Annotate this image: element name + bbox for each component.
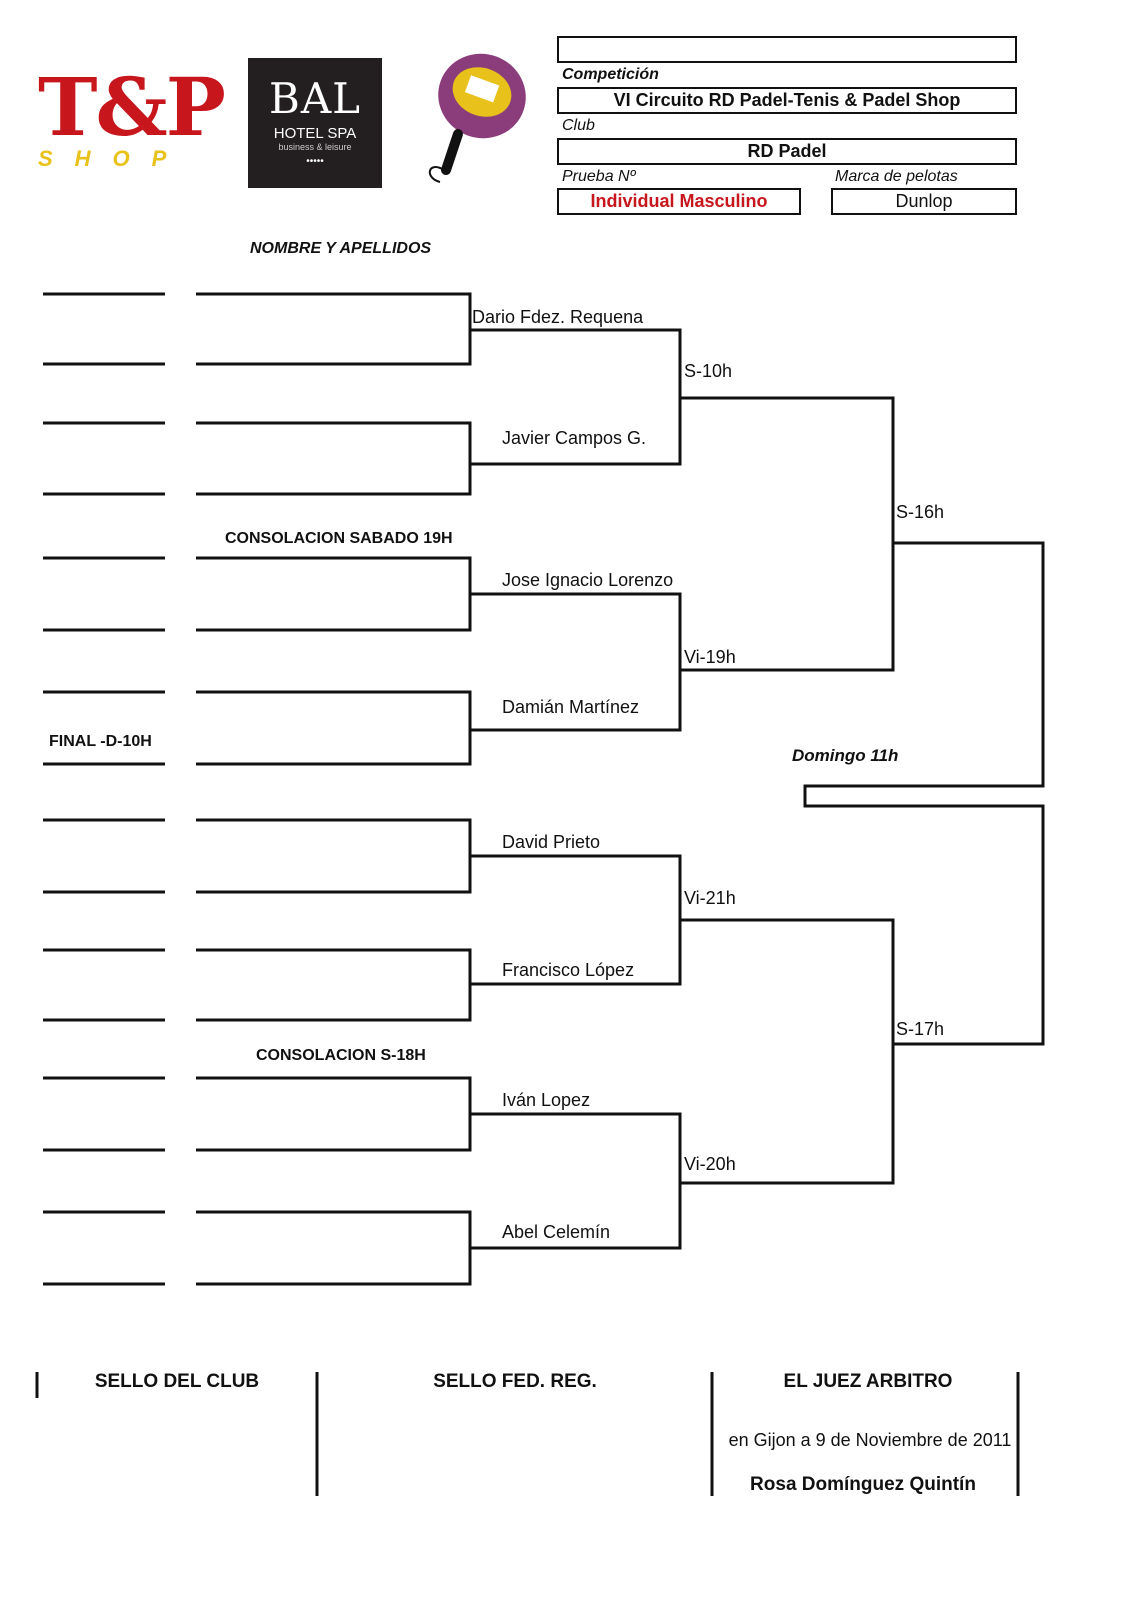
marca-field: Dunlop: [831, 188, 1017, 215]
club-seal-label: SELLO DEL CLUB: [94, 1371, 260, 1392]
prueba-label: Prueba Nº: [562, 168, 636, 185]
first-round-bracket: [196, 948, 472, 1022]
referee-label: EL JUEZ ARBITRO: [783, 1371, 953, 1392]
player-name: Iván Lopez: [502, 1090, 591, 1110]
player-name: David Prieto: [502, 832, 601, 852]
semi-bracket: [680, 396, 895, 672]
player-name: Javier Campos G.: [502, 428, 647, 448]
bal-title: BAL: [268, 74, 362, 123]
top-empty-box: [557, 36, 1017, 63]
bal-dots: •••••: [306, 156, 324, 167]
second-round-bracket: [470, 592, 682, 732]
second-round-bracket: [470, 1112, 682, 1250]
player-name: Dario Fdez. Requena: [472, 307, 644, 327]
racket-icon: [429, 53, 526, 183]
semi-bracket: [680, 918, 895, 1185]
club-label: Club: [562, 117, 595, 134]
player-name: Abel Celemín: [502, 1222, 611, 1242]
match-time: Vi-21h: [684, 888, 736, 908]
place-date: en Gijon a 9 de Noviembre de 2011: [728, 1430, 1012, 1450]
prueba-field: Individual Masculino: [557, 188, 801, 215]
padel-racket-logo: [418, 52, 538, 188]
match-time: Vi-20h: [684, 1154, 736, 1174]
first-round-bracket: [196, 690, 472, 766]
club-field: RD Padel: [557, 138, 1017, 165]
consolacion-2-label: CONSOLACION S-18H: [256, 1047, 426, 1064]
tp-shop-logo: T&P SHOP: [38, 60, 226, 182]
first-round-bracket: [196, 292, 472, 366]
final-label: FINAL -D-10H: [49, 733, 152, 750]
bal-subtitle: HOTEL SPA: [273, 125, 357, 142]
match-time: S-10h: [684, 361, 733, 381]
first-round-bracket: [196, 421, 472, 496]
names-header: NOMBRE Y APELLIDOS: [250, 240, 432, 257]
fed-seal-label: SELLO FED. REG.: [433, 1371, 597, 1392]
first-round-bracket: [196, 818, 472, 894]
player-name: Francisco López: [502, 960, 635, 980]
semi-time: S-16h: [896, 502, 945, 522]
first-round-bracket: [196, 1210, 472, 1286]
tp-shop-text: SHOP: [38, 146, 189, 171]
first-round-bracket: [196, 556, 472, 632]
competicion-field: VI Circuito RD Padel-Tenis & Padel Shop: [557, 87, 1017, 114]
consolacion-1-label: CONSOLACION SABADO 19H: [225, 530, 453, 547]
bal-tagline: business & leisure: [278, 142, 352, 152]
competicion-label: Competición: [562, 66, 659, 83]
first-round-bracket: [196, 1076, 472, 1152]
player-name: Jose Ignacio Lorenzo: [502, 570, 674, 590]
match-time: Vi-19h: [684, 647, 736, 667]
final-bracket: [803, 541, 1045, 1046]
referee-name: Rosa Domínguez Quintín: [750, 1474, 976, 1495]
bal-hotel-logo: BAL HOTEL SPA business & leisure •••••: [248, 58, 382, 188]
tp-logo-text: T&P: [38, 60, 226, 154]
final-time: Domingo 11h: [792, 746, 899, 765]
marca-label: Marca de pelotas: [835, 168, 958, 185]
semi-time: S-17h: [896, 1019, 945, 1039]
player-name: Damián Martínez: [502, 697, 640, 717]
